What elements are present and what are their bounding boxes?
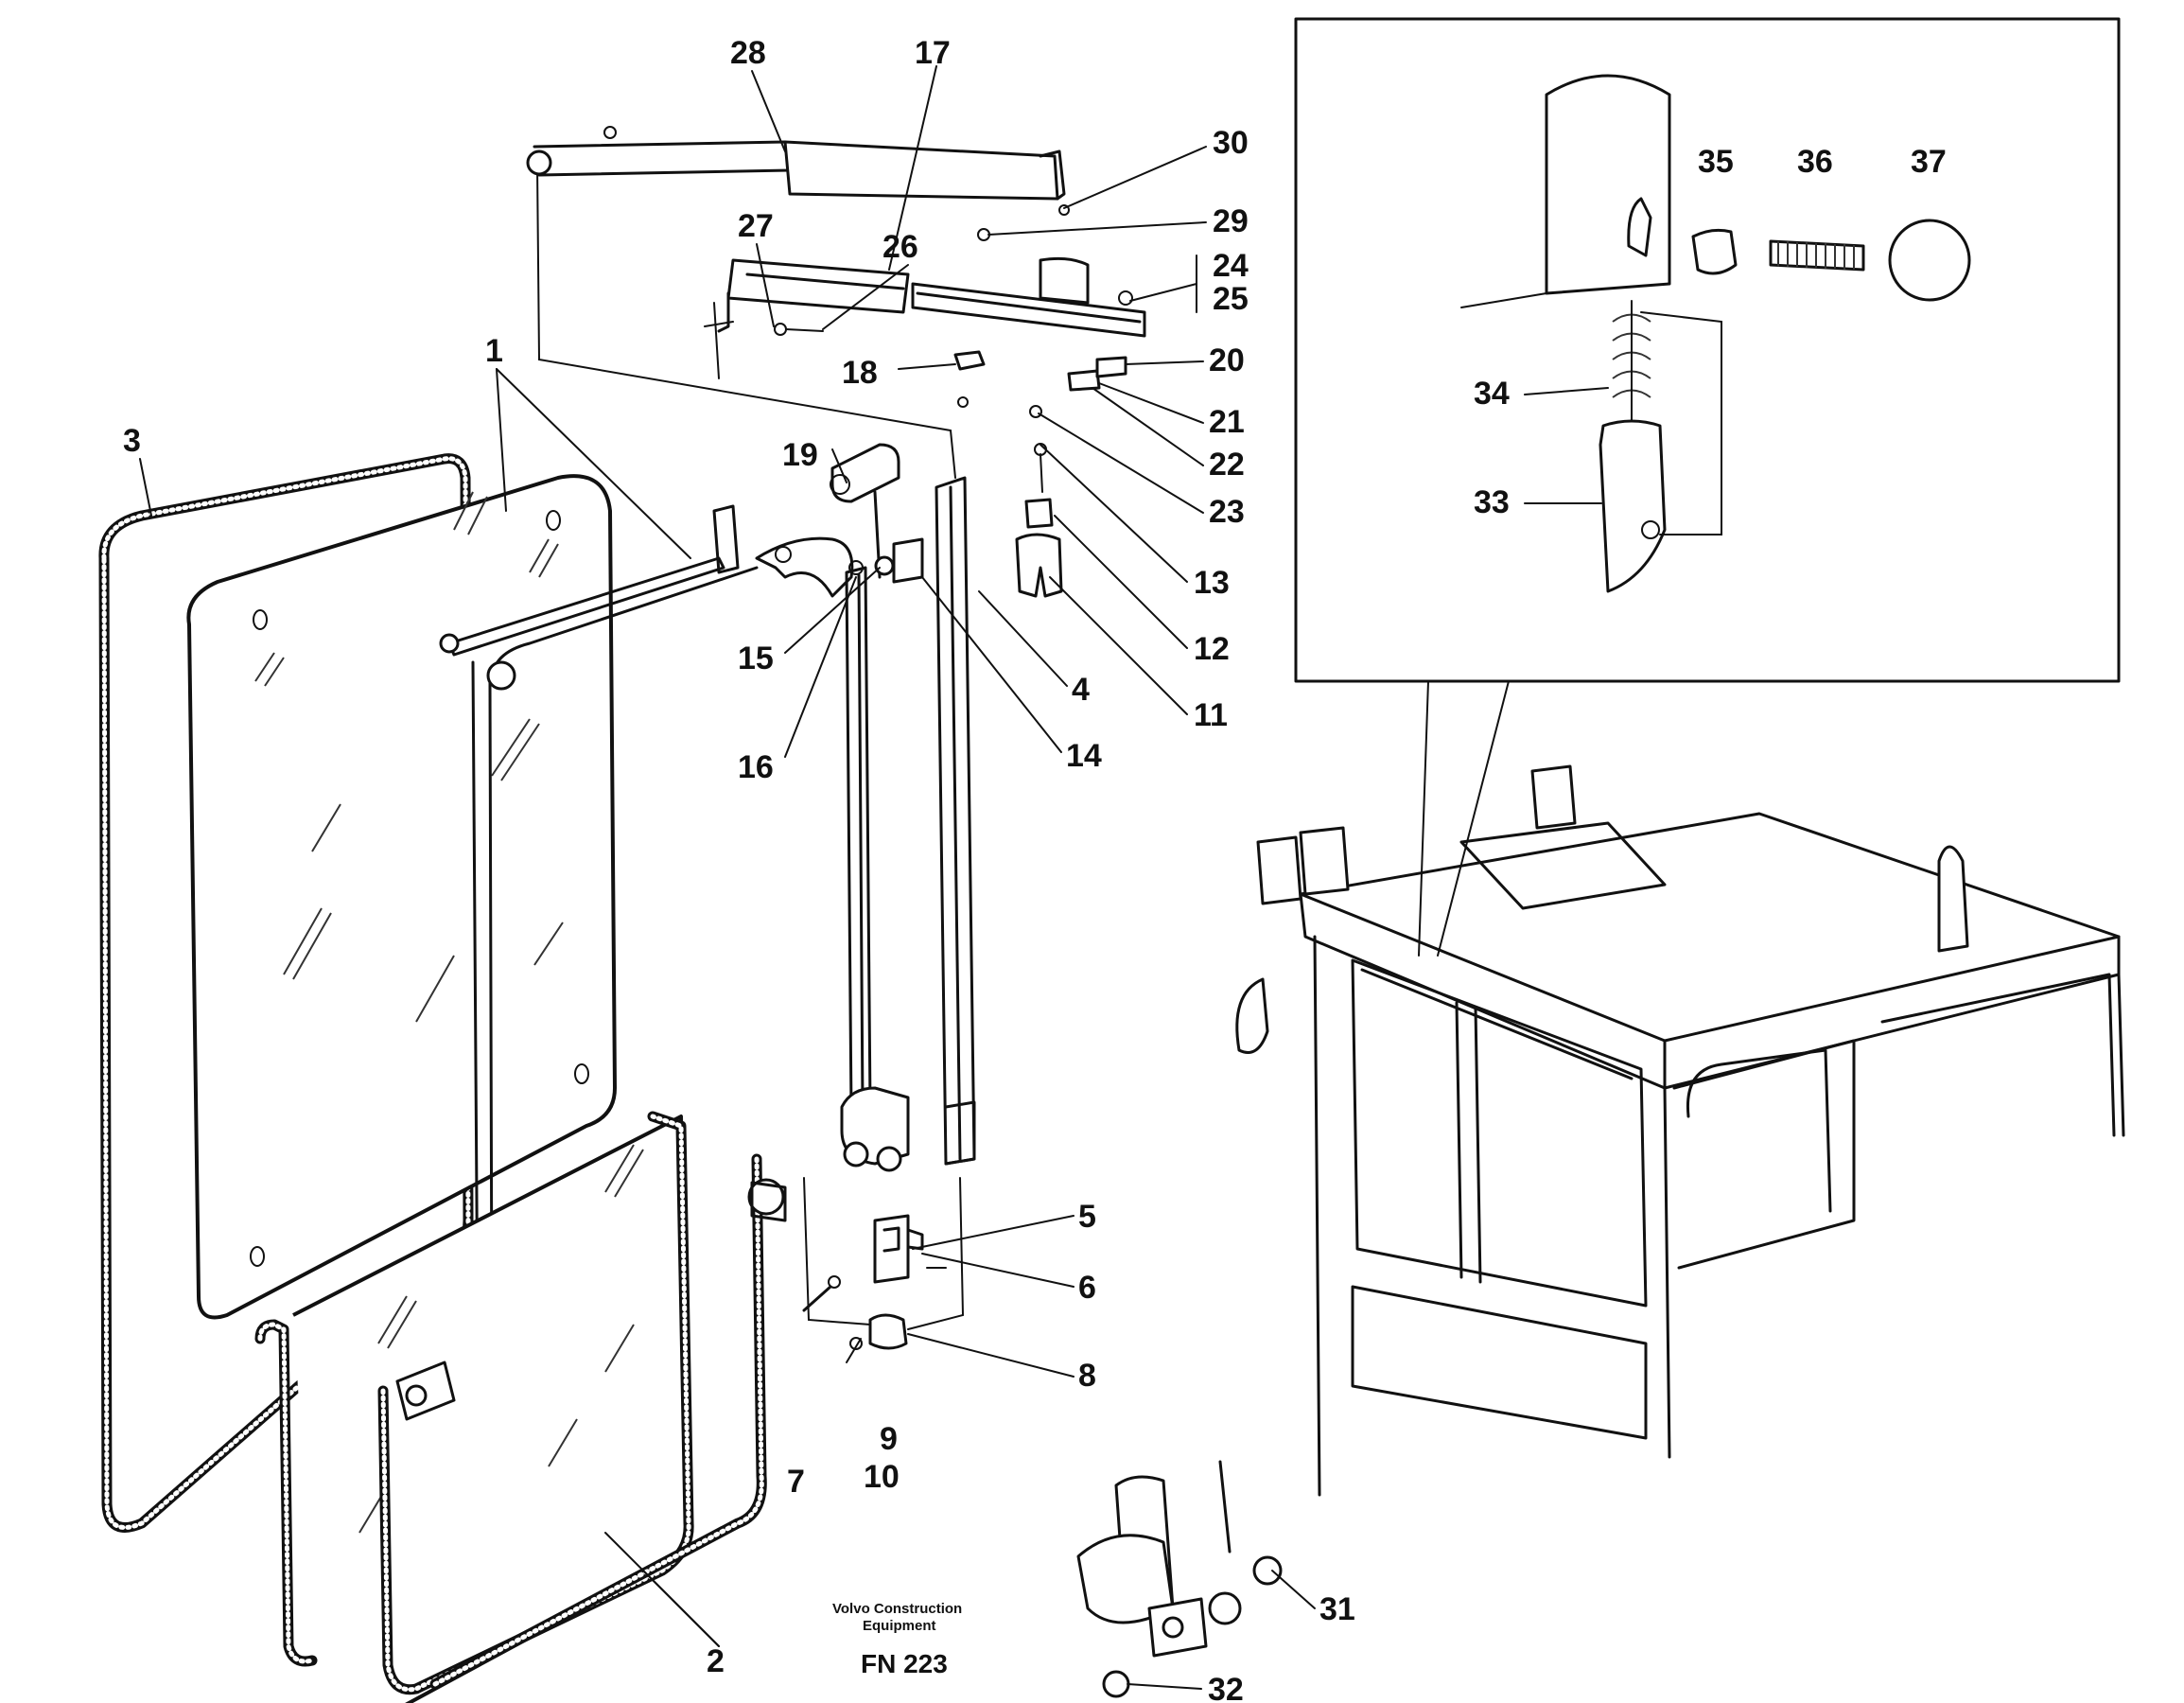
figure-code: FN 223 (861, 1649, 948, 1678)
guide-rails (840, 476, 976, 1172)
connector-lines (536, 165, 965, 1330)
callout-32: 32 (1208, 1672, 1244, 1703)
callout-30: 30 (1213, 125, 1249, 161)
lower-latch-parts (802, 1214, 924, 1363)
callout-25: 25 (1213, 281, 1249, 317)
callout-34: 34 (1474, 376, 1510, 412)
callout-36: 36 (1797, 144, 1833, 180)
callout-15: 15 (738, 641, 774, 676)
callout-7: 7 (787, 1464, 805, 1500)
inset-detail-box (1294, 17, 2121, 957)
leader-lines (139, 65, 1609, 1690)
callout-8: 8 (1078, 1358, 1096, 1394)
callout-16: 16 (738, 749, 774, 785)
callout-9: 9 (880, 1421, 898, 1457)
callout-5: 5 (1078, 1199, 1096, 1235)
callout-4: 4 (1072, 672, 1090, 708)
callout-10: 10 (864, 1459, 900, 1495)
gas-strut-28 (526, 126, 1066, 201)
callout-22: 22 (1209, 447, 1245, 483)
callout-labels: 1 2 3 4 5 6 7 8 9 10 11 12 13 14 15 16 1… (123, 35, 1947, 1703)
callout-27: 27 (738, 208, 774, 244)
credit-block: Volvo Construction Equipment FN 223 (832, 1601, 962, 1678)
credit-line-1: Volvo Construction (832, 1601, 962, 1617)
callout-24: 24 (1213, 248, 1249, 284)
small-hardware-top (953, 350, 1127, 598)
callout-19: 19 (782, 437, 818, 473)
callout-21: 21 (1209, 404, 1245, 440)
callout-1: 1 (485, 333, 503, 369)
hinge-detail-bottom (1076, 1460, 1283, 1698)
callout-28: 28 (730, 35, 766, 71)
callout-6: 6 (1078, 1270, 1096, 1306)
callout-18: 18 (842, 355, 878, 391)
callout-33: 33 (1474, 484, 1510, 520)
callout-20: 20 (1209, 342, 1245, 378)
lower-glass-pane (254, 1111, 694, 1703)
callout-26: 26 (882, 229, 918, 265)
callout-2: 2 (707, 1643, 725, 1679)
cab-overview (1235, 764, 2125, 1497)
credit-line-2: Equipment (863, 1618, 936, 1634)
callout-31: 31 (1319, 1591, 1355, 1627)
rear-channel (429, 1153, 787, 1690)
callout-14: 14 (1066, 738, 1102, 774)
callout-35: 35 (1698, 144, 1734, 180)
callout-37: 37 (1911, 144, 1947, 180)
callout-11: 11 (1194, 697, 1228, 733)
callout-3: 3 (123, 423, 141, 459)
top-rails (704, 204, 1146, 338)
callout-12: 12 (1194, 631, 1230, 667)
callout-29: 29 (1213, 203, 1249, 239)
callout-13: 13 (1194, 565, 1230, 601)
callout-17: 17 (915, 35, 951, 71)
callout-23: 23 (1209, 494, 1245, 530)
